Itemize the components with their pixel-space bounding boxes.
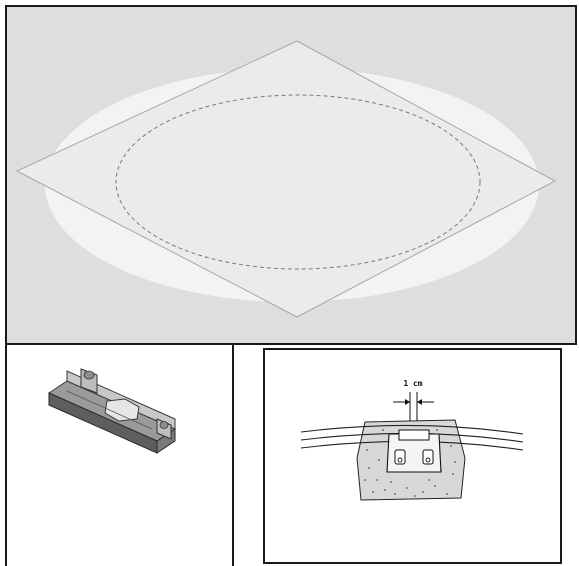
bracket-illustration xyxy=(47,368,177,454)
clip-right-hole xyxy=(425,457,431,463)
clip-top-bar xyxy=(398,429,430,441)
clip-left-hole xyxy=(397,457,403,463)
diamond-sheet xyxy=(15,40,557,318)
dashed-ellipse xyxy=(115,94,481,270)
clip-right-tab xyxy=(422,449,434,465)
groove-line xyxy=(66,390,153,430)
bracket-panel xyxy=(5,345,234,566)
hex-cutout xyxy=(104,398,140,422)
pad-texture xyxy=(364,429,456,497)
tube-top-edge xyxy=(300,424,524,435)
clip-left-tab xyxy=(394,449,406,465)
tubing-clip-panel: 1 cm xyxy=(263,348,562,564)
right-tab-hole xyxy=(159,421,169,429)
sheet-diagram xyxy=(15,40,557,318)
tubing-clip-illustration: 1 cm xyxy=(300,379,524,501)
top-diagram-panel xyxy=(5,5,577,345)
left-tab-hole xyxy=(83,370,95,380)
dimension-label: 1 cm xyxy=(403,379,422,388)
arrowhead-right xyxy=(417,399,422,405)
arrowhead-left xyxy=(405,399,410,405)
